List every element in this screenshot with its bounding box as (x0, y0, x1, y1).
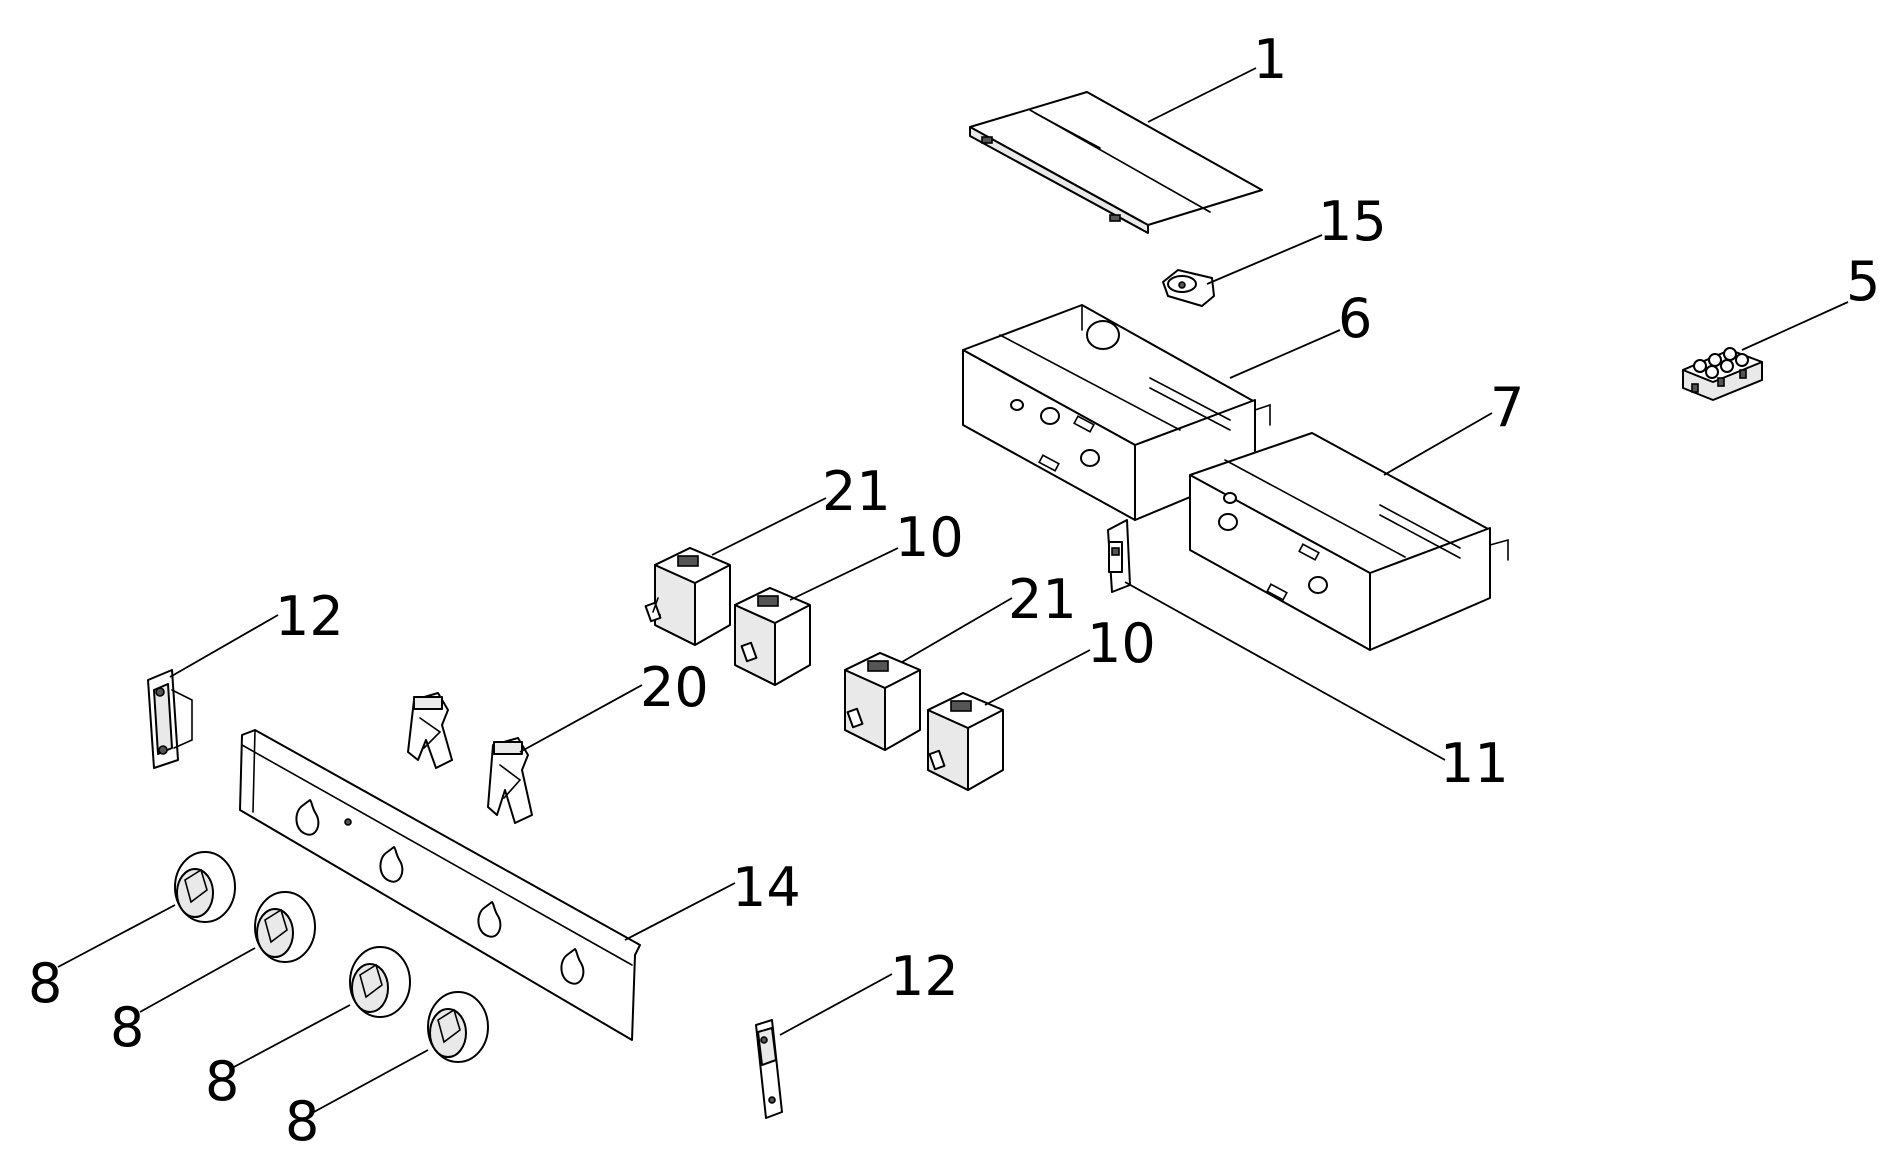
part-21-switch-lower (844, 652, 921, 751)
part-21-switch-upper (644, 547, 731, 646)
leader-20 (519, 684, 643, 753)
part-10-switch-upper (734, 587, 811, 686)
callout-10-upper: 10 (895, 506, 964, 569)
leader-15 (1206, 234, 1323, 285)
leader-11 (1124, 581, 1446, 761)
part-11-connector (1107, 519, 1131, 593)
callout-7: 7 (1490, 376, 1524, 439)
callout-20: 20 (640, 656, 709, 719)
callout-12-left: 12 (275, 585, 344, 648)
callout-15: 15 (1318, 190, 1387, 253)
part-15-clip (1162, 269, 1215, 307)
part-14-fascia-panel (239, 729, 641, 1041)
part-20-bracket-a (407, 692, 453, 769)
callout-12-right: 12 (890, 945, 959, 1008)
callout-8-a: 8 (28, 952, 62, 1015)
leader-5 (1741, 301, 1849, 351)
part-8-knob-3 (349, 946, 411, 1018)
leader-6 (1229, 329, 1341, 379)
leader-7 (1383, 412, 1493, 476)
part-8-knob-1 (174, 851, 236, 923)
leader-8c (231, 1004, 351, 1069)
leader-1 (1147, 67, 1257, 123)
part-12-end-bracket-left (147, 669, 193, 769)
leader-8d (311, 1049, 429, 1114)
callout-8-d: 8 (285, 1090, 319, 1150)
part-20-bracket-b (487, 737, 533, 824)
leader-8b (139, 947, 256, 1013)
leader-21a (711, 497, 827, 556)
callout-8-b: 8 (110, 996, 144, 1059)
callout-21-upper: 21 (822, 460, 891, 523)
callout-14: 14 (732, 856, 801, 919)
callout-6: 6 (1338, 287, 1372, 350)
leader-12a (169, 614, 279, 678)
leader-21b (901, 597, 1013, 663)
callout-8-c: 8 (205, 1050, 239, 1113)
part-6-housing-box (962, 304, 1271, 521)
part-7-housing-box (1189, 432, 1509, 651)
leader-8a (57, 904, 176, 968)
leader-10a (789, 547, 899, 601)
callout-21-lower: 21 (1008, 568, 1077, 631)
part-1-cover-plate (969, 91, 1263, 234)
callout-1: 1 (1253, 28, 1287, 91)
callout-5: 5 (1846, 250, 1879, 313)
leader-14 (624, 882, 736, 941)
leader-12b (779, 973, 893, 1036)
callout-11: 11 (1440, 732, 1509, 795)
part-5-terminal-block (1682, 347, 1763, 401)
leader-10b (984, 649, 1091, 706)
part-10-switch-lower (927, 692, 1004, 791)
callout-10-lower: 10 (1087, 612, 1156, 675)
part-12-end-bracket-right (755, 1019, 783, 1119)
part-8-knob-2 (254, 891, 316, 963)
part-8-knob-4 (427, 991, 489, 1063)
leader-lines (57, 67, 1849, 1114)
callout-labels: 1 15 5 6 7 21 10 21 10 11 12 20 14 12 8 … (28, 28, 1879, 1150)
